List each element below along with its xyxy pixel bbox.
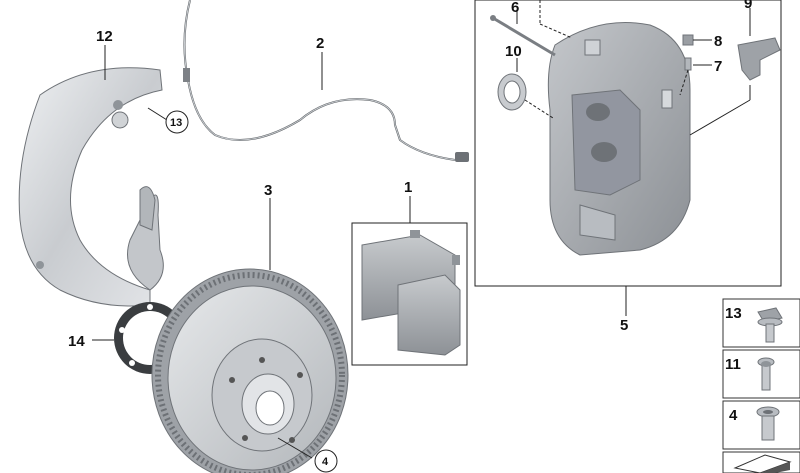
- bolt-13-icon: [757, 307, 783, 343]
- callout-6: 6: [511, 0, 519, 16]
- callout-8: 8: [714, 33, 722, 50]
- callout-4: 4: [322, 456, 329, 468]
- callout-13: 13: [170, 117, 182, 129]
- hardware-label-11: 11: [725, 356, 741, 373]
- hardware-column: [722, 298, 800, 473]
- seal-ring: [497, 73, 527, 111]
- callout-9: 9: [744, 0, 752, 12]
- callout-1: 1: [404, 179, 412, 196]
- brake-pads: [351, 222, 468, 366]
- bleed-screw: [684, 57, 692, 71]
- leader-lines: [92, 0, 751, 459]
- callout-13-circle: [165, 110, 189, 134]
- hardware-label-13: 13: [725, 305, 742, 322]
- brake-caliper: [474, 0, 782, 287]
- hardware-label-4: 4: [729, 407, 738, 424]
- brake-disc: [151, 268, 349, 473]
- callout-7: 7: [714, 58, 722, 75]
- bolt-11-icon: [757, 357, 775, 391]
- splash-shield: [18, 67, 164, 307]
- guide-pin: [490, 15, 556, 57]
- wear-sensor: [183, 0, 469, 162]
- callout-3: 3: [264, 182, 272, 199]
- bleed-cap: [682, 34, 694, 46]
- callout-2: 2: [316, 35, 324, 52]
- spring-clip: [737, 37, 781, 81]
- callout-5: 5: [620, 317, 628, 334]
- callout-4-circle: [314, 449, 338, 473]
- legend-arrow-icon: [733, 454, 792, 473]
- callout-10: 10: [505, 43, 522, 60]
- callout-14: 14: [68, 333, 85, 350]
- callout-12: 12: [96, 28, 113, 45]
- bolt-4-icon: [756, 406, 780, 441]
